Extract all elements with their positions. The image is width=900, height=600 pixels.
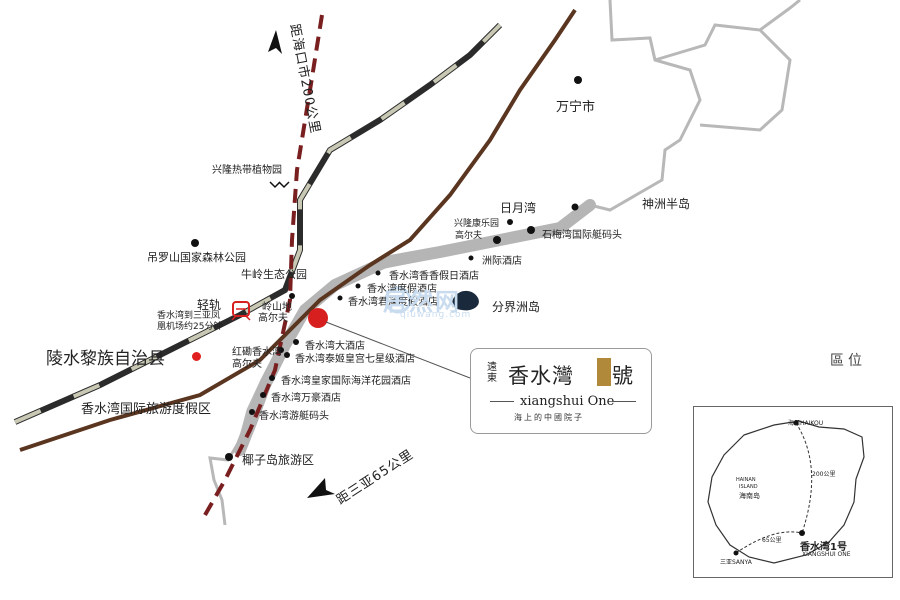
- marker-hotel-wanhao: [260, 392, 266, 398]
- inset-route-65: [735, 531, 803, 554]
- label-hotel-holiday: 香水湾香香假日酒店: [389, 271, 479, 282]
- label-lingshui: 陵水黎族自治县: [46, 349, 165, 369]
- marker-zhouji: [468, 255, 474, 261]
- marker-niuling: [289, 293, 295, 299]
- label-xinglong-plant: 兴隆热带植物园: [212, 165, 282, 176]
- logo-vertical-text: 遠東: [487, 362, 497, 384]
- marker-hotel-taiji: [284, 352, 290, 358]
- label-diaoluoshan: 吊罗山国家森林公园: [147, 251, 246, 264]
- label-honghu: 红磡香水湾: [232, 347, 282, 358]
- inset-island-outline: [707, 420, 865, 564]
- logo-english: xiangshui One: [520, 394, 615, 409]
- inset-site-en: XIANGSHUI ONE: [802, 551, 851, 558]
- watermark-sub: qiuwang.com: [400, 310, 472, 320]
- logo-hao: 號: [612, 364, 633, 388]
- inset-site-cn: 香水湾1号: [800, 542, 847, 553]
- leader-line: [325, 321, 471, 379]
- marker-shimeiwan: [527, 226, 535, 234]
- lingshui-marker: [192, 352, 201, 361]
- marker-golf-1: [493, 236, 501, 244]
- marker-xinglong-kangle: [507, 219, 513, 225]
- highway-main: [19, 8, 577, 452]
- marker-hotel-junlan: [337, 295, 343, 301]
- region-inset: 海口HAIKOU HAINAN ISLAND 海南岛 200公里 65公里 香水…: [693, 406, 893, 578]
- label-hotel-royal: 香水湾皇家国际海洋花园酒店: [281, 376, 411, 387]
- inset-island-en-1: HAINAN: [736, 477, 756, 483]
- inset-island-en-2: ISLAND: [739, 484, 758, 490]
- logo-rule-left: [490, 401, 514, 402]
- label-xinglong-kangle: 兴隆康乐园: [454, 219, 500, 229]
- marker-wanning: [574, 76, 582, 84]
- inset-dist-200: 200公里: [812, 471, 836, 478]
- logo-rule-right: [612, 401, 636, 402]
- marker-diaoluoshan: [191, 239, 199, 247]
- place-markers: [191, 76, 582, 461]
- inset-haikou: 海口HAIKOU: [788, 420, 824, 427]
- marker-honghu: [278, 347, 284, 353]
- label-shenzhou: 神洲半岛: [642, 197, 691, 211]
- train-icon: [231, 301, 251, 321]
- label-hotel-wanhao: 香水湾万豪酒店: [271, 393, 341, 404]
- label-hotel-taiji: 香水湾泰姬皇宫七星级酒店: [295, 354, 415, 365]
- label-hotel-resort: 香水湾度假酒店: [367, 284, 437, 295]
- marker-hotel-grand: [293, 339, 299, 345]
- label-golf-2: 高尔夫: [258, 313, 288, 324]
- label-rail-note-2: 凰机场约25分钟: [157, 322, 223, 332]
- coastline-east: [759, 0, 801, 32]
- label-riyuewan: 日月湾: [500, 201, 537, 215]
- north-arrow-icon: [268, 30, 282, 54]
- inset-map: [707, 420, 865, 564]
- logo-one-mark: [597, 358, 611, 386]
- site-marker: [308, 308, 328, 328]
- inset-dist-65: 65公里: [762, 537, 782, 544]
- inset-route-200: [795, 422, 813, 534]
- label-niuling: 牛岭生态公园: [241, 268, 307, 281]
- label-coconut: 椰子岛旅游区: [242, 453, 315, 467]
- marker-hotel-royal: [269, 375, 275, 381]
- label-zhouji: 洲际酒店: [482, 256, 522, 267]
- label-golf-1: 高尔夫: [455, 231, 483, 241]
- label-fenjiezhou: 分界洲岛: [492, 300, 541, 314]
- marker-hotel-resort: [355, 283, 361, 289]
- label-hotel-grand: 香水湾大酒店: [305, 341, 365, 352]
- label-rail-note-1: 香水湾到三亚凤: [157, 311, 221, 321]
- label-shimeiwan: 石梅湾国际艇码头: [542, 230, 622, 241]
- inset-sanya: 三亚SANYA: [720, 559, 752, 566]
- inset-island-cn: 海南岛: [739, 492, 760, 500]
- logo-subtitle: 海上的中國院子: [514, 413, 584, 422]
- label-golf-3: 高尔夫: [232, 359, 262, 370]
- logo-title: 香水灣: [508, 364, 574, 388]
- label-hotel-junlan: 香水湾君澜度假酒店: [348, 297, 438, 308]
- dashed-route: [203, 14, 324, 516]
- coastline: [208, 0, 702, 526]
- label-yacht: 香水湾游艇码头: [259, 411, 329, 422]
- location-pin-icon: [384, 286, 412, 314]
- coastline-peninsula: [654, 23, 792, 132]
- marker-hotel-holiday: [375, 270, 381, 276]
- marker-yacht: [249, 409, 255, 415]
- inset-marker-site: [799, 530, 805, 536]
- label-wanning: 万宁市: [556, 100, 596, 115]
- region-title: 區位: [830, 353, 866, 369]
- marker-coconut: [225, 453, 233, 461]
- watermark-main: 居然网: [383, 288, 461, 316]
- inset-marker-sanya: [733, 550, 739, 556]
- label-lingshan: 岭山地: [262, 302, 292, 313]
- logo-callout: [470, 348, 652, 434]
- bird-icon: [269, 181, 290, 189]
- inset-marker-haikou: [793, 420, 799, 426]
- label-resort-zone: 香水湾国际旅游度假区: [81, 402, 212, 417]
- marker-riyuewan: [571, 203, 579, 211]
- railway-light: [14, 23, 502, 424]
- southwest-arrow-icon: [307, 478, 335, 498]
- island-fenjiezhou: [452, 290, 479, 311]
- label-rail: 轻轨: [197, 298, 222, 312]
